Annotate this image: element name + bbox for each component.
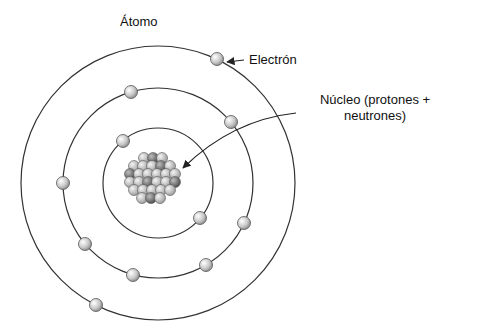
nucleus-cluster [125,153,181,204]
orbit-rings [21,46,295,320]
electron [225,116,238,129]
middle-orbit [63,88,253,278]
nucleus-leader [183,113,296,168]
electron [125,86,138,99]
nucleus-label: Núcleo (protones + neutrones) [300,92,450,124]
electron [90,299,103,312]
electron [200,259,213,272]
electron [57,177,70,190]
electron [79,238,92,251]
electron [211,53,224,66]
electron [238,217,251,230]
nucleon [165,185,176,196]
inner-orbit [103,128,213,238]
electrons [57,53,251,312]
outer-orbit [21,46,295,320]
electron-leader [227,60,244,62]
leader-lines [183,60,296,168]
diagram-title: Átomo [120,14,210,30]
electron [194,212,207,225]
electron-label: Electrón [249,52,369,68]
electron [127,269,140,282]
nucleon [155,193,166,204]
electron [117,135,130,148]
